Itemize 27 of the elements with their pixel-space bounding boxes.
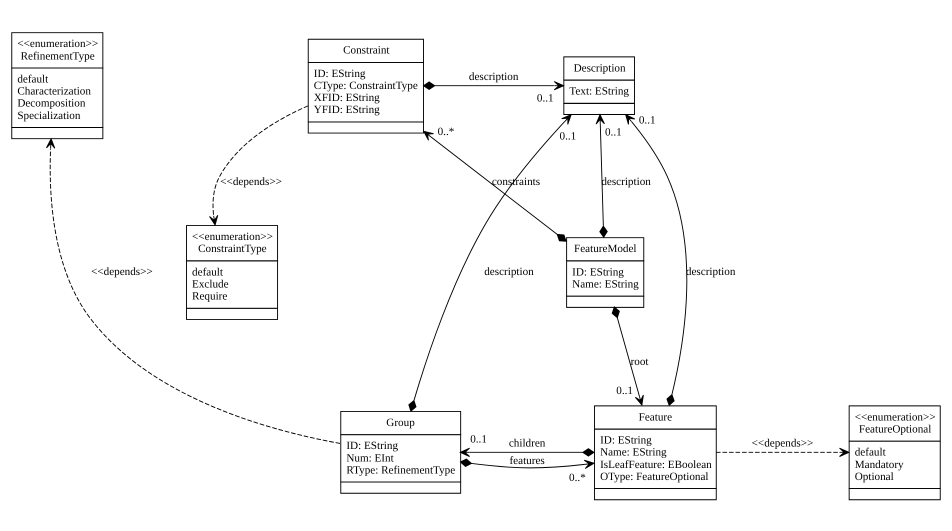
- edge-label: <<depends>>: [91, 265, 153, 278]
- label: 0..1: [638, 114, 656, 126]
- label: 0..*: [569, 472, 586, 484]
- label: 0..1: [616, 384, 633, 396]
- edge-label: root: [630, 356, 649, 368]
- arrow: [408, 114, 572, 412]
- arrow: [625, 114, 688, 406]
- arrow: [422, 80, 564, 90]
- arrow: [612, 306, 644, 406]
- arrow: [716, 447, 850, 456]
- label: 0..1: [536, 92, 554, 104]
- arrow: [209, 104, 308, 225]
- arrow: [460, 447, 595, 456]
- edge-label: description: [484, 265, 534, 278]
- label: 0..1: [560, 130, 576, 142]
- label: 0..1: [470, 432, 487, 445]
- label: 0..*: [438, 126, 454, 138]
- arrow: [423, 130, 567, 242]
- edge-label: features: [509, 454, 545, 467]
- edge-label: <<depends>>: [220, 175, 282, 188]
- edge-label: <<depends>>: [752, 436, 814, 449]
- arrow: [460, 458, 594, 468]
- label: 0..1: [604, 126, 622, 138]
- edge-label: description: [468, 70, 518, 82]
- arrow: [596, 114, 608, 238]
- arrow: [46, 138, 341, 444]
- edge-label: children: [508, 436, 546, 449]
